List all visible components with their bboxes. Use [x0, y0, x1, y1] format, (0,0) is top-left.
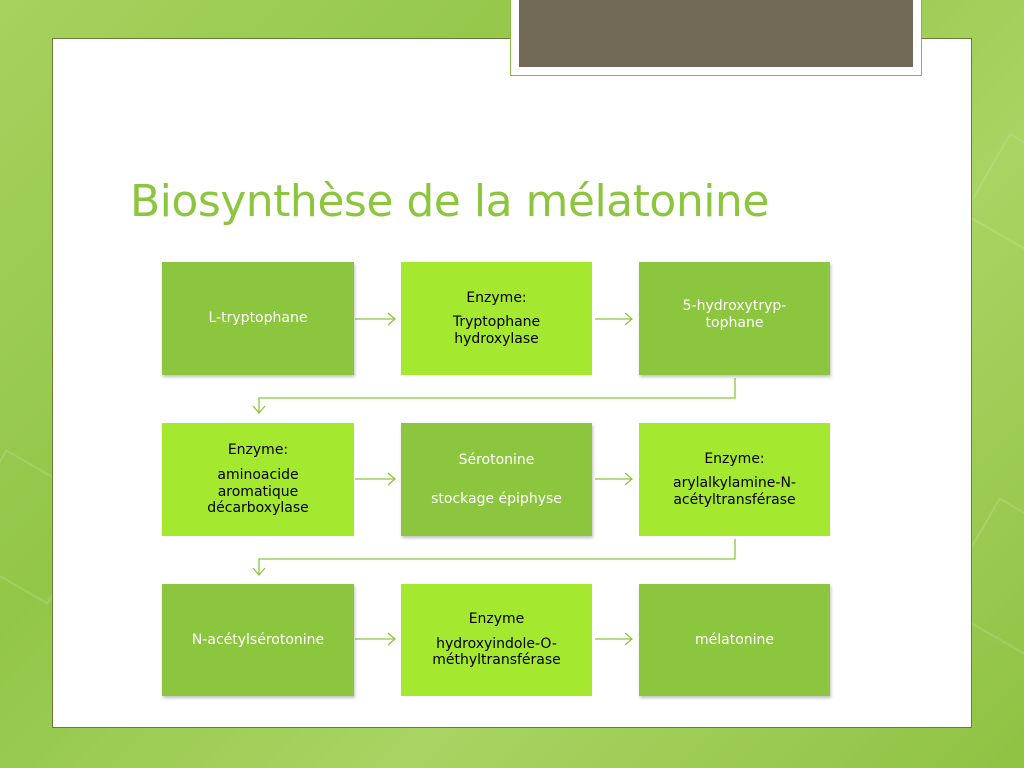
- node-label: hydroxylase: [454, 330, 539, 347]
- node-5-hydroxytryptophane: 5-hydroxytryp- tophane: [639, 262, 830, 375]
- node-enzyme-aminoacide-decarboxylase: Enzyme: aminoacide aromatique décarboxyl…: [162, 423, 354, 536]
- node-serotonine: Sérotonine stockage épiphyse: [401, 423, 592, 536]
- node-label: hydroxyindole-O-: [436, 635, 557, 652]
- node-label: N-acétylsérotonine: [191, 631, 325, 648]
- slide-tab: [519, 0, 913, 67]
- node-label: Enzyme:: [466, 289, 527, 306]
- node-n-acetylserotonine: N-acétylsérotonine: [162, 584, 354, 696]
- node-label: Enzyme:: [227, 442, 289, 459]
- node-label: Tryptophane: [452, 314, 541, 331]
- node-label: arylalkylamine-N-: [673, 475, 796, 492]
- node-label: mélatonine: [694, 631, 775, 648]
- node-label: aminoacide: [217, 466, 299, 483]
- node-label: stockage épiphyse: [431, 490, 562, 507]
- node-label: Sérotonine: [458, 451, 535, 468]
- node-l-tryptophane: L-tryptophane: [162, 262, 354, 375]
- node-label: tophane: [705, 314, 764, 331]
- node-label: méthyltransférase: [432, 652, 561, 669]
- node-label: acétyltransférase: [673, 491, 796, 508]
- node-label: L-tryptophane: [208, 310, 308, 327]
- node-enzyme-hydroxyindole: Enzyme hydroxyindole-O- méthyltransféras…: [401, 584, 592, 696]
- node-enzyme-tryptophane-hydroxylase: Enzyme: Tryptophane hydroxylase: [401, 262, 592, 375]
- node-label: 5-hydroxytryp-: [682, 298, 787, 314]
- node-melatonine: mélatonine: [639, 584, 830, 696]
- node-label: Enzyme: [468, 611, 525, 628]
- node-label: Enzyme:: [704, 450, 765, 467]
- node-label: aromatique: [217, 483, 299, 500]
- slide-title: Biosynthèse de la mélatonine: [130, 176, 769, 227]
- node-enzyme-arylalkylamine: Enzyme: arylalkylamine-N- acétyltransfér…: [639, 423, 830, 536]
- node-label: décarboxylase: [207, 500, 309, 517]
